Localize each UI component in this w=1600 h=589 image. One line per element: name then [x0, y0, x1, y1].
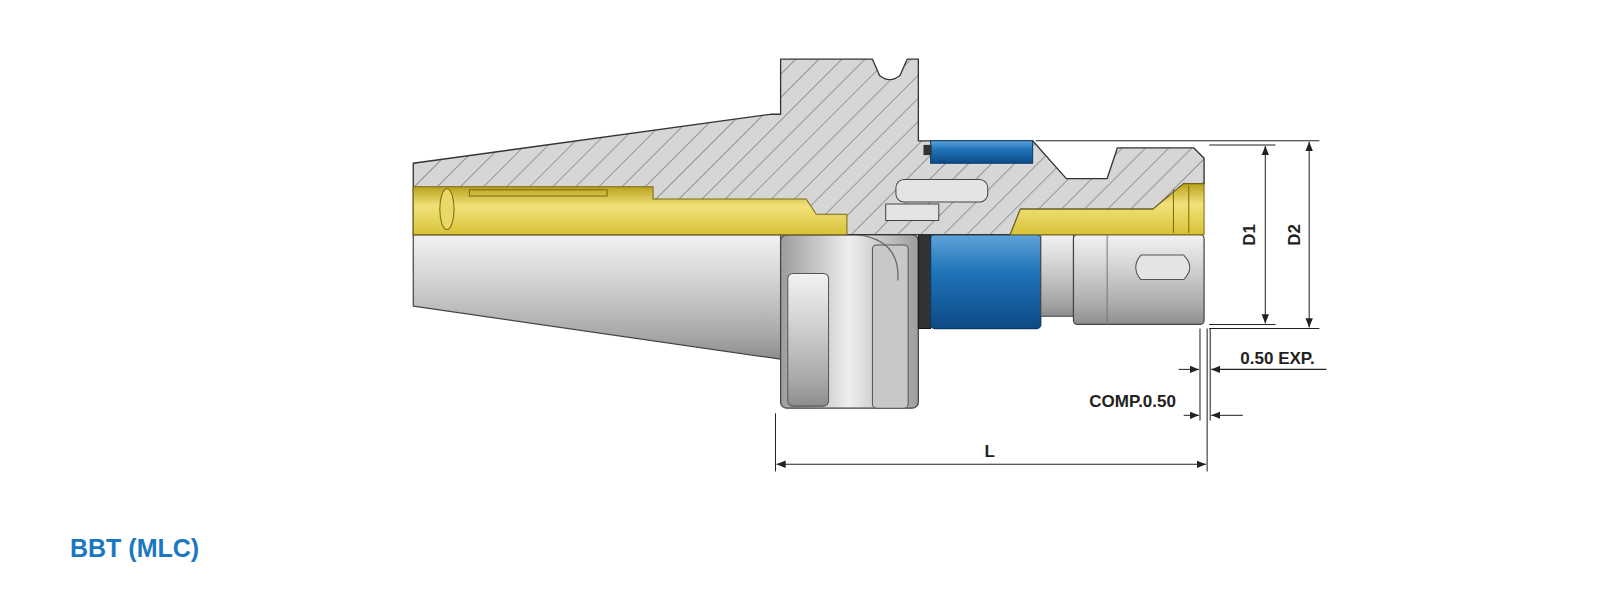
dimension-lines — [776, 141, 1327, 472]
section-view — [413, 59, 1204, 235]
title: BBT (MLC) — [70, 536, 199, 561]
tolerance-label: COMP.0.50 — [1089, 393, 1176, 410]
dimension-label: D1 — [1240, 224, 1257, 246]
exterior-view — [413, 235, 1204, 408]
dimension-label: D2 — [1285, 224, 1302, 246]
tolerance-label: 0.50 EXP. — [1240, 350, 1314, 367]
dimension-label: L — [985, 443, 995, 460]
